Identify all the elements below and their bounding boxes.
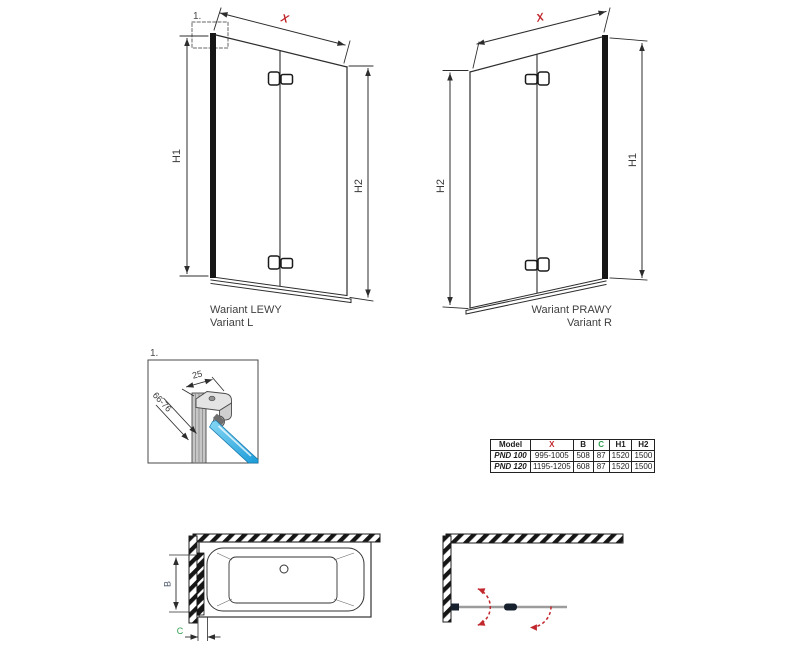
spec-table: Model X B C H1 H2 PND 100 995-1005 508 8… <box>490 439 656 473</box>
dim-profile-width: 25 <box>181 368 225 397</box>
glass-top-edge <box>469 36 603 73</box>
center-hinge <box>504 603 517 611</box>
glass-bottom-edge <box>215 276 348 297</box>
header-model: Model <box>490 439 531 451</box>
header-b: B <box>572 439 594 451</box>
variant-right-drawing: X H2 H1 Wariant PRAWY Variant R <box>435 7 648 329</box>
hinge-top <box>524 71 550 86</box>
swing-schematic <box>442 533 624 631</box>
caption-variant-left-pl: Wariant LEWY <box>210 304 282 316</box>
dim-h2-label: H2 <box>435 179 447 193</box>
variant-left-drawing: 1. X <box>171 7 374 329</box>
cell-h2: 1500 <box>631 461 656 473</box>
cell-model: PND 100 <box>490 450 531 462</box>
hinge-bottom <box>267 255 294 270</box>
cell-h2: 1500 <box>631 450 656 462</box>
detail-drawing: 1. 25 <box>147 348 259 464</box>
wall-profile <box>210 33 216 278</box>
bottom-rail <box>210 279 352 304</box>
cell-model: PND 120 <box>490 461 531 473</box>
wall-left <box>442 535 452 623</box>
spec-table-row: PND 120 1195-1205 608 87 1520 1500 <box>490 461 656 473</box>
wall-left <box>188 535 198 624</box>
swing-arc-inner <box>477 588 491 626</box>
cell-c: 87 <box>592 461 610 473</box>
wall-top <box>192 533 381 543</box>
cell-x: 1195-1205 <box>530 461 574 473</box>
screen-folded <box>196 552 205 616</box>
bath-top-view: B C <box>163 533 381 641</box>
caption-variant-right-pl: Wariant PRAWY <box>532 304 613 316</box>
spec-table-row: PND 100 995-1005 508 87 1520 1500 <box>490 450 656 462</box>
cell-c: 87 <box>592 450 610 462</box>
dim-b: B <box>163 554 196 613</box>
dim-b-label: B <box>163 581 173 587</box>
dim-h2: H2 <box>348 65 374 302</box>
caption-variant-right-en: Variant R <box>567 317 612 329</box>
wall-bracket <box>451 603 459 611</box>
glass-clamp-bracket <box>195 391 232 428</box>
hinge-bottom <box>524 257 550 272</box>
wall-profile <box>602 35 608 279</box>
wall-top <box>445 533 624 544</box>
dim-h1: H1 <box>171 35 209 277</box>
header-c: C <box>592 439 610 451</box>
glass-bottom-edge <box>469 278 603 309</box>
bottom-rail <box>465 280 607 315</box>
dim-h1: H1 <box>609 37 648 281</box>
glass-top-edge <box>215 34 348 68</box>
spec-table-header-row: Model X B C H1 H2 <box>490 439 656 451</box>
dim-25-label: 25 <box>191 368 203 380</box>
cell-b: 608 <box>572 461 594 473</box>
hinge-top <box>267 71 294 86</box>
cell-h1: 1520 <box>608 461 633 473</box>
dim-h1-label: H1 <box>627 153 639 167</box>
dim-x-label: X <box>279 12 291 26</box>
header-h2: H2 <box>631 439 656 451</box>
dim-x: X <box>472 7 611 69</box>
header-x: X <box>530 439 574 451</box>
dim-c: C <box>177 617 221 641</box>
dim-h2-label: H2 <box>353 179 365 193</box>
cell-h1: 1520 <box>608 450 633 462</box>
dim-c-label: C <box>177 626 184 636</box>
bathtub <box>198 541 372 618</box>
dim-x-label: X <box>534 11 546 25</box>
cell-x: 995-1005 <box>530 450 574 462</box>
caption-variant-left-en: Variant L <box>210 317 253 329</box>
dim-h1-label: H1 <box>171 149 183 163</box>
header-h1: H1 <box>608 439 633 451</box>
dim-h2: H2 <box>435 70 469 309</box>
drain <box>279 564 289 574</box>
swing-arc-outer <box>529 606 552 631</box>
glass-pane <box>209 420 259 464</box>
cell-b: 508 <box>572 450 594 462</box>
detail-ref-label: 1. <box>193 11 201 22</box>
dim-x: X <box>213 7 351 64</box>
detail-label: 1. <box>150 348 158 359</box>
